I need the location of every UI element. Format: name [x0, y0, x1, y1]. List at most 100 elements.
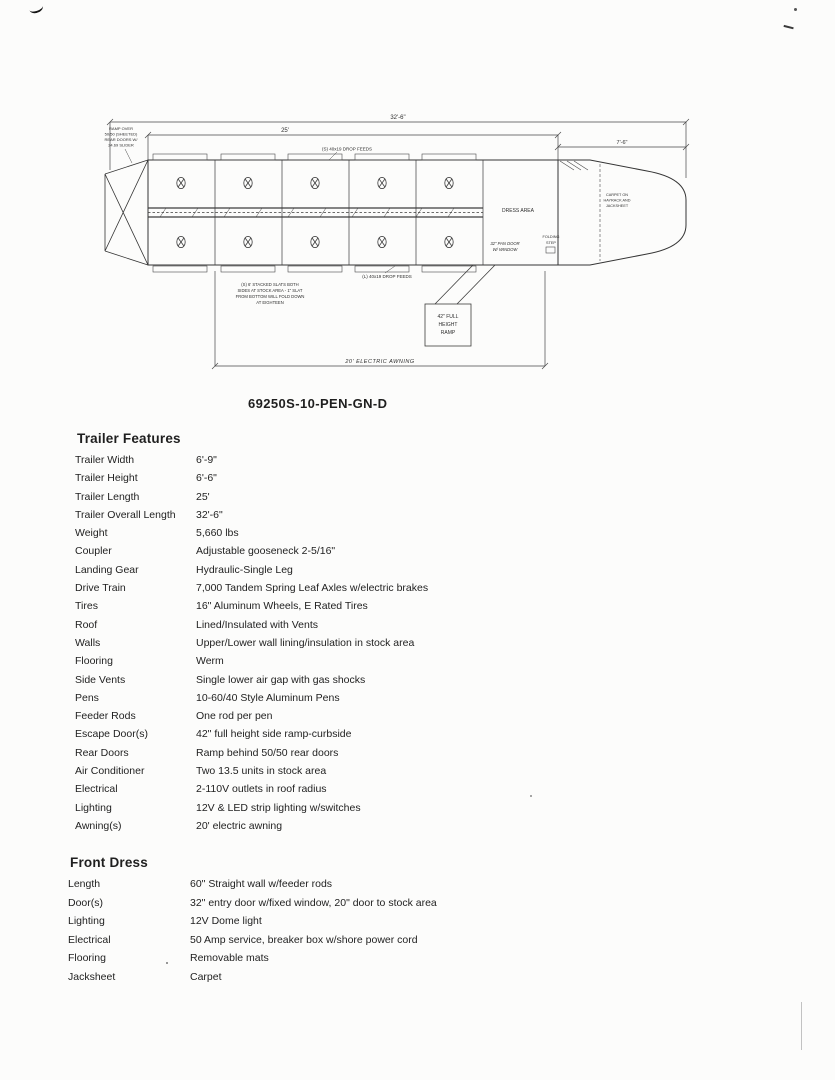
spec-value: 12V & LED strip lighting w/switches: [196, 801, 361, 814]
spec-row: Trailer Height 6'-6": [75, 472, 675, 490]
spec-label: Trailer Overall Length: [75, 508, 176, 521]
front-dress-section: Front Dress Length 60" Straight wall w/f…: [68, 855, 668, 990]
svg-text:32" PAN DOOR: 32" PAN DOOR: [490, 241, 519, 246]
spec-row: Roof Lined/Insulated with Vents: [75, 619, 675, 637]
spec-value: 7,000 Tandem Spring Leaf Axles w/electri…: [196, 582, 429, 595]
spec-value: 16" Aluminum Wheels, E Rated Tires: [196, 600, 368, 613]
pan-door-label: 32" PAN DOOR W/ WINDOW: [490, 241, 519, 252]
spec-row: Trailer Width 6'-9": [75, 454, 675, 472]
spec-row: Feeder Rods One rod per pen: [75, 710, 675, 728]
spec-value: Werm: [196, 655, 224, 668]
spec-value: 12V Dome light: [190, 915, 262, 928]
slats-note: (S) 6' STACKED SLATS BOTH SIDES AT STOCK…: [236, 282, 305, 305]
spec-label: Walls: [75, 636, 101, 649]
dim-gooseneck-label: 7'-6": [617, 140, 628, 146]
spec-row: Flooring Removable mats: [68, 952, 668, 971]
dress-area-label: DRESS AREA: [502, 208, 535, 214]
spec-label: Landing Gear: [75, 563, 139, 576]
scan-artifact: [801, 1002, 802, 1050]
spec-label: Escape Door(s): [75, 728, 148, 741]
spec-label: Air Conditioner: [75, 765, 145, 778]
spec-row: Awning(s) 20' electric awning: [75, 820, 675, 838]
spec-row: Weight 5,660 lbs: [75, 527, 675, 545]
spec-row: Side Vents Single lower air gap with gas…: [75, 674, 675, 692]
spec-label: Awning(s): [75, 819, 122, 832]
spec-value: One rod per pen: [196, 710, 273, 723]
trailer-features-rows: Trailer Width 6'-9" Trailer Height 6'-6"…: [75, 454, 675, 838]
spec-value: 6'-6": [196, 472, 217, 485]
spec-value: Ramp behind 50/50 rear doors: [196, 746, 339, 759]
spec-label: Drive Train: [75, 582, 126, 595]
spec-row: Tires 16" Aluminum Wheels, E Rated Tires: [75, 600, 675, 618]
spec-value: 32" entry door w/fixed window, 20" door …: [190, 896, 437, 909]
svg-text:STEP: STEP: [546, 241, 556, 245]
svg-text:RAMP: RAMP: [441, 330, 456, 336]
spec-row: Rear Doors Ramp behind 50/50 rear doors: [75, 747, 675, 765]
spec-label: Pens: [75, 691, 99, 704]
svg-text:RAMP OVER: RAMP OVER: [109, 126, 133, 131]
spec-value: 25': [196, 490, 210, 503]
rear-ramp-note: RAMP OVER 50/50 (SHEETED) REAR DOORS W/ …: [105, 126, 139, 148]
spec-label: Feeder Rods: [75, 710, 136, 723]
spec-value: 60" Straight wall w/feeder rods: [190, 878, 333, 890]
svg-text:JACKSHEET: JACKSHEET: [606, 204, 629, 208]
spec-row: Trailer Length 25': [75, 491, 675, 509]
spec-value: 6'-9": [196, 454, 217, 466]
spec-value: Carpet: [190, 970, 222, 983]
gooseneck-note: CARPET ON HAYRACK AND JACKSHEET: [604, 193, 631, 208]
trailer-floorplan-diagram: 32'-6" 25' 7'-6" RAMP OVER 50/50 (SHEETE…: [105, 115, 690, 370]
spec-value: Upper/Lower wall lining/insulation in st…: [196, 636, 415, 649]
svg-text:CARPET ON: CARPET ON: [606, 193, 628, 197]
trailer-features-heading: Trailer Features: [77, 431, 181, 446]
spec-row: Jacksheet Carpet: [68, 971, 668, 990]
spec-label: Length: [68, 878, 101, 890]
spec-value: Hydraulic-Single Leg: [196, 563, 293, 576]
spec-row: Trailer Overall Length 32'-6": [75, 509, 675, 527]
spec-row: Pens 10-60/40 Style Aluminum Pens: [75, 692, 675, 710]
gooseneck-detail: [545, 160, 601, 261]
svg-text:SIDES AT STOCK AREA - 1" SLAT: SIDES AT STOCK AREA - 1" SLAT: [238, 288, 303, 293]
folding-step-shape: [545, 246, 556, 254]
spec-row: Electrical 2-110V outlets in roof radius: [75, 783, 675, 801]
svg-text:HAYRACK AND: HAYRACK AND: [604, 199, 631, 203]
spec-row: Flooring Werm: [75, 655, 675, 673]
awning-label: 20' ELECTRIC AWNING: [344, 359, 414, 365]
dim-overall-label: 32'-6": [390, 115, 405, 121]
svg-text:AT EIGHTEEN: AT EIGHTEEN: [256, 300, 284, 305]
spec-value: Adjustable gooseneck 2-5/16": [196, 545, 336, 558]
spec-value: Lined/Insulated with Vents: [196, 618, 319, 631]
scan-artifact: [794, 8, 797, 11]
spec-label: Lighting: [75, 801, 112, 814]
scan-artifact: [166, 962, 168, 964]
spec-value: Removable mats: [190, 952, 269, 965]
pen-dividers: [148, 160, 484, 265]
spec-label: Flooring: [68, 952, 106, 965]
bottom-feed-label: (L) 40x19 DROP FEEDS: [362, 274, 411, 279]
spec-row: Coupler Adjustable gooseneck 2-5/16": [75, 545, 675, 563]
svg-text:REAR DOORS W/: REAR DOORS W/: [105, 137, 139, 142]
spec-row: Drive Train 7,000 Tandem Spring Leaf Axl…: [75, 582, 675, 600]
spec-label: Trailer Length: [75, 490, 140, 503]
front-dress-heading: Front Dress: [70, 855, 148, 870]
spec-value: Two 13.5 units in stock area: [196, 765, 327, 778]
spec-label: Rear Doors: [75, 746, 129, 759]
model-number-title: 69250S-10-PEN-GN-D: [248, 396, 388, 411]
svg-text:(S) 6' STACKED SLATS BOTH: (S) 6' STACKED SLATS BOTH: [241, 282, 298, 287]
side-ramp-label: 42" FULL HEIGHT RAMP: [438, 314, 459, 336]
svg-text:42" FULL: 42" FULL: [438, 314, 459, 320]
spec-label: Door(s): [68, 896, 104, 909]
scan-artifact: [530, 795, 532, 797]
spec-label: Roof: [75, 618, 98, 631]
svg-text:50/50 (SHEETED): 50/50 (SHEETED): [105, 132, 138, 137]
spec-row: Electrical 50 Amp service, breaker box w…: [68, 934, 668, 953]
top-feed-label: (S) 40x19 DROP FEEDS: [322, 147, 372, 152]
dim-stock-label: 25': [281, 128, 289, 134]
spec-label: Lighting: [68, 915, 105, 928]
svg-text:HEIGHT: HEIGHT: [439, 322, 458, 328]
svg-text:24.69 SLIDER: 24.69 SLIDER: [108, 143, 134, 148]
leader-lines: [124, 148, 396, 274]
scan-artifact: [782, 24, 794, 35]
spec-label: Trailer Width: [75, 454, 135, 466]
spec-value: 10-60/40 Style Aluminum Pens: [196, 691, 340, 704]
